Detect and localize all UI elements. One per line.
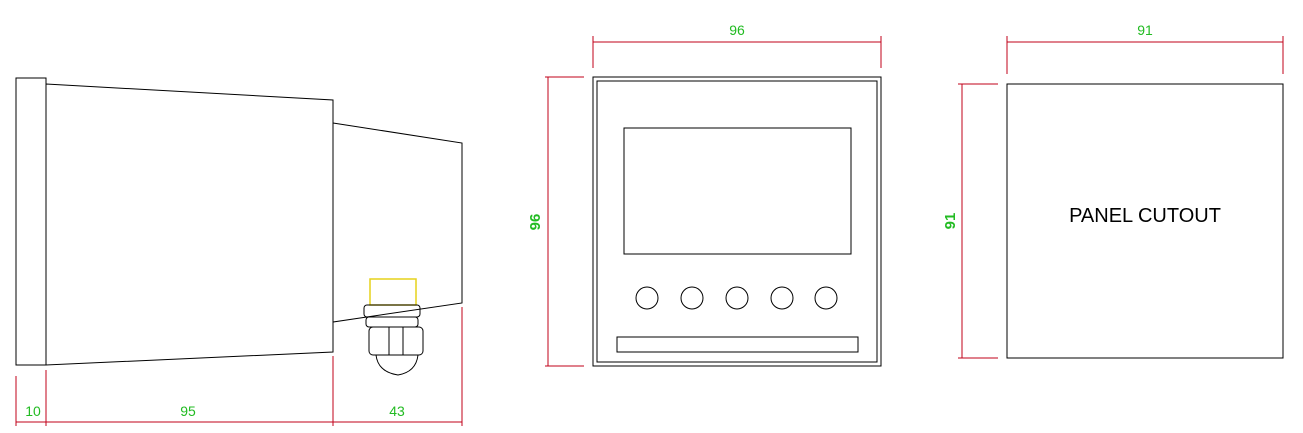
cable-gland-nut (363, 304, 421, 318)
front-view: 96 96 (527, 22, 882, 367)
dim-cutout-height: 91 (942, 213, 959, 230)
dim-body-depth: 95 (180, 403, 196, 419)
button-3 (725, 286, 749, 310)
dim-rear-depth: 43 (389, 403, 405, 419)
button-2 (680, 286, 704, 310)
dim-flange-thickness: 10 (25, 403, 41, 419)
front-height-dimension: 96 (527, 76, 584, 367)
lcd-display (623, 127, 852, 255)
button-4 (770, 286, 794, 310)
cutout-view: PANEL CUTOUT 91 91 (942, 22, 1284, 359)
cable-gland-seal (375, 354, 419, 376)
button-5 (814, 286, 838, 310)
side-view: 10 95 43 (15, 77, 463, 426)
cutout-width-dimension: 91 (1006, 22, 1284, 74)
side-flange (15, 77, 47, 366)
dim-cutout-width: 91 (1137, 22, 1153, 38)
panel-cutout-label: PANEL CUTOUT (1069, 205, 1221, 227)
front-bezel-inner (596, 80, 878, 363)
label-strip (616, 336, 859, 353)
cutout-height-dimension: 91 (942, 83, 998, 359)
button-1 (635, 286, 659, 310)
button-row (635, 286, 838, 310)
front-bezel-outer (592, 76, 882, 367)
dim-front-width: 96 (729, 22, 745, 38)
cable-gland-ring (365, 316, 419, 328)
side-body (45, 83, 334, 366)
cable-gland-body (368, 326, 424, 356)
cable-gland-top (369, 278, 417, 306)
cable-gland (363, 278, 424, 376)
dim-front-height: 96 (527, 214, 544, 231)
side-dimensions: 10 95 43 (15, 307, 463, 426)
front-width-dimension: 96 (592, 22, 882, 68)
side-rear-housing (332, 122, 463, 323)
panel-cutout-outline (1006, 83, 1284, 359)
